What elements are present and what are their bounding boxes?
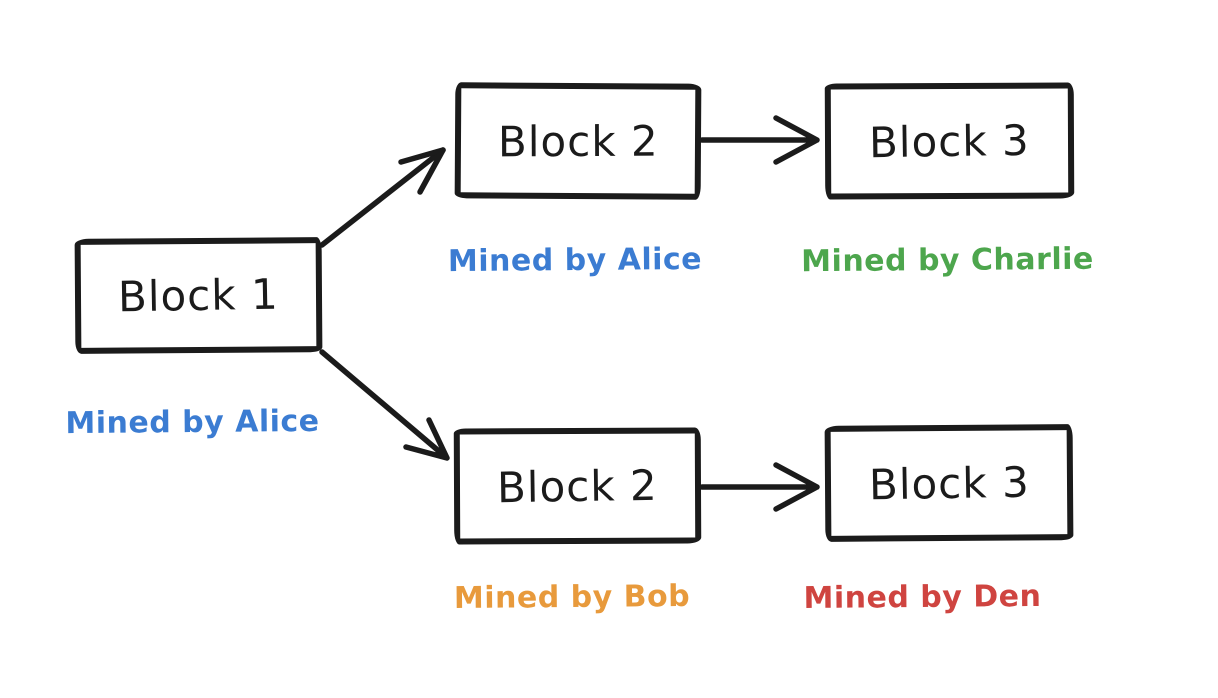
top-block3-miner-label: Mined by Charlie [801, 241, 1094, 280]
bottom-block2-label: Block 2 [496, 460, 659, 512]
block1-node: Block 1 [74, 237, 323, 354]
top-block2-label: Block 2 [497, 116, 659, 166]
bottom-block3-label: Block 3 [868, 457, 1030, 509]
top-block2-miner-label: Mined by Alice [447, 241, 703, 280]
top-block3-label: Block 3 [868, 115, 1031, 167]
top-block3-node: Block 3 [824, 82, 1075, 200]
arrowhead-icon [398, 147, 446, 195]
arrow-block1-to-bottom-block2 [319, 349, 450, 461]
arrow-top-block2-to-block3 [699, 115, 820, 165]
top-block2-node: Block 2 [454, 82, 702, 200]
bottom-block3-node: Block 3 [824, 424, 1074, 542]
bottom-block2-miner-label: Mined by Bob [453, 578, 691, 617]
bottom-block2-node: Block 2 [453, 427, 702, 545]
arrow-block1-to-top-block2 [319, 147, 446, 248]
bottom-block3-miner-label: Mined by Den [803, 578, 1042, 617]
block1-label: Block 1 [117, 269, 280, 322]
block1-miner-label: Mined by Alice [65, 403, 320, 442]
arrow-bottom-block2-to-block3 [699, 462, 820, 512]
